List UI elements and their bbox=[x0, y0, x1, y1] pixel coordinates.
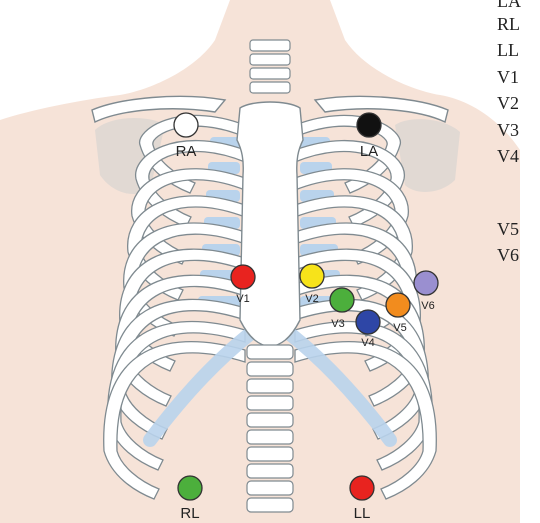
electrode-v2 bbox=[300, 264, 324, 288]
electrode-la bbox=[357, 113, 381, 137]
lead-list-item: RL bbox=[497, 15, 520, 33]
lead-list-item: V3 bbox=[497, 121, 519, 139]
electrode-v5 bbox=[386, 293, 410, 317]
vertebra bbox=[247, 362, 293, 376]
vertebra bbox=[247, 498, 293, 512]
electrode-label-ll: LL bbox=[354, 505, 371, 522]
vertebra bbox=[250, 68, 290, 79]
vertebra bbox=[247, 345, 293, 359]
lead-list-item: V5 bbox=[497, 220, 519, 238]
lead-list-item: LL bbox=[497, 41, 519, 59]
electrode-label-ra: RA bbox=[176, 143, 197, 160]
lead-list-item: V6 bbox=[497, 246, 519, 264]
lead-list-item: LA bbox=[497, 0, 521, 10]
electrode-v4 bbox=[356, 310, 380, 334]
sternum bbox=[237, 102, 303, 347]
vertebra bbox=[250, 82, 290, 93]
electrode-v3 bbox=[330, 288, 354, 312]
vertebra bbox=[247, 413, 293, 427]
electrode-rl bbox=[178, 476, 202, 500]
vertebra bbox=[247, 464, 293, 478]
electrode-label-v4: V4 bbox=[361, 337, 374, 349]
electrode-v6 bbox=[414, 271, 438, 295]
electrode-v1 bbox=[231, 265, 255, 289]
electrode-label-v3: V3 bbox=[331, 318, 344, 330]
vertebra bbox=[247, 396, 293, 410]
electrode-label-rl: RL bbox=[180, 505, 199, 522]
electrode-ra bbox=[174, 113, 198, 137]
electrode-ll bbox=[350, 476, 374, 500]
vertebra bbox=[250, 54, 290, 65]
electrode-label-v2: V2 bbox=[305, 293, 318, 305]
vertebra bbox=[247, 481, 293, 495]
vertebra bbox=[247, 430, 293, 444]
electrode-label-la: LA bbox=[360, 143, 378, 160]
electrode-label-v6: V6 bbox=[421, 300, 434, 312]
vertebra bbox=[247, 447, 293, 461]
vertebra bbox=[247, 379, 293, 393]
shoulder-blade-left bbox=[395, 119, 460, 192]
lead-list-item: V2 bbox=[497, 94, 519, 112]
electrode-label-v1: V1 bbox=[236, 293, 249, 305]
lead-list-item: V1 bbox=[497, 68, 519, 86]
vertebra bbox=[250, 40, 290, 51]
lead-list-item: V4 bbox=[497, 147, 519, 165]
electrode-label-v5: V5 bbox=[393, 322, 406, 334]
